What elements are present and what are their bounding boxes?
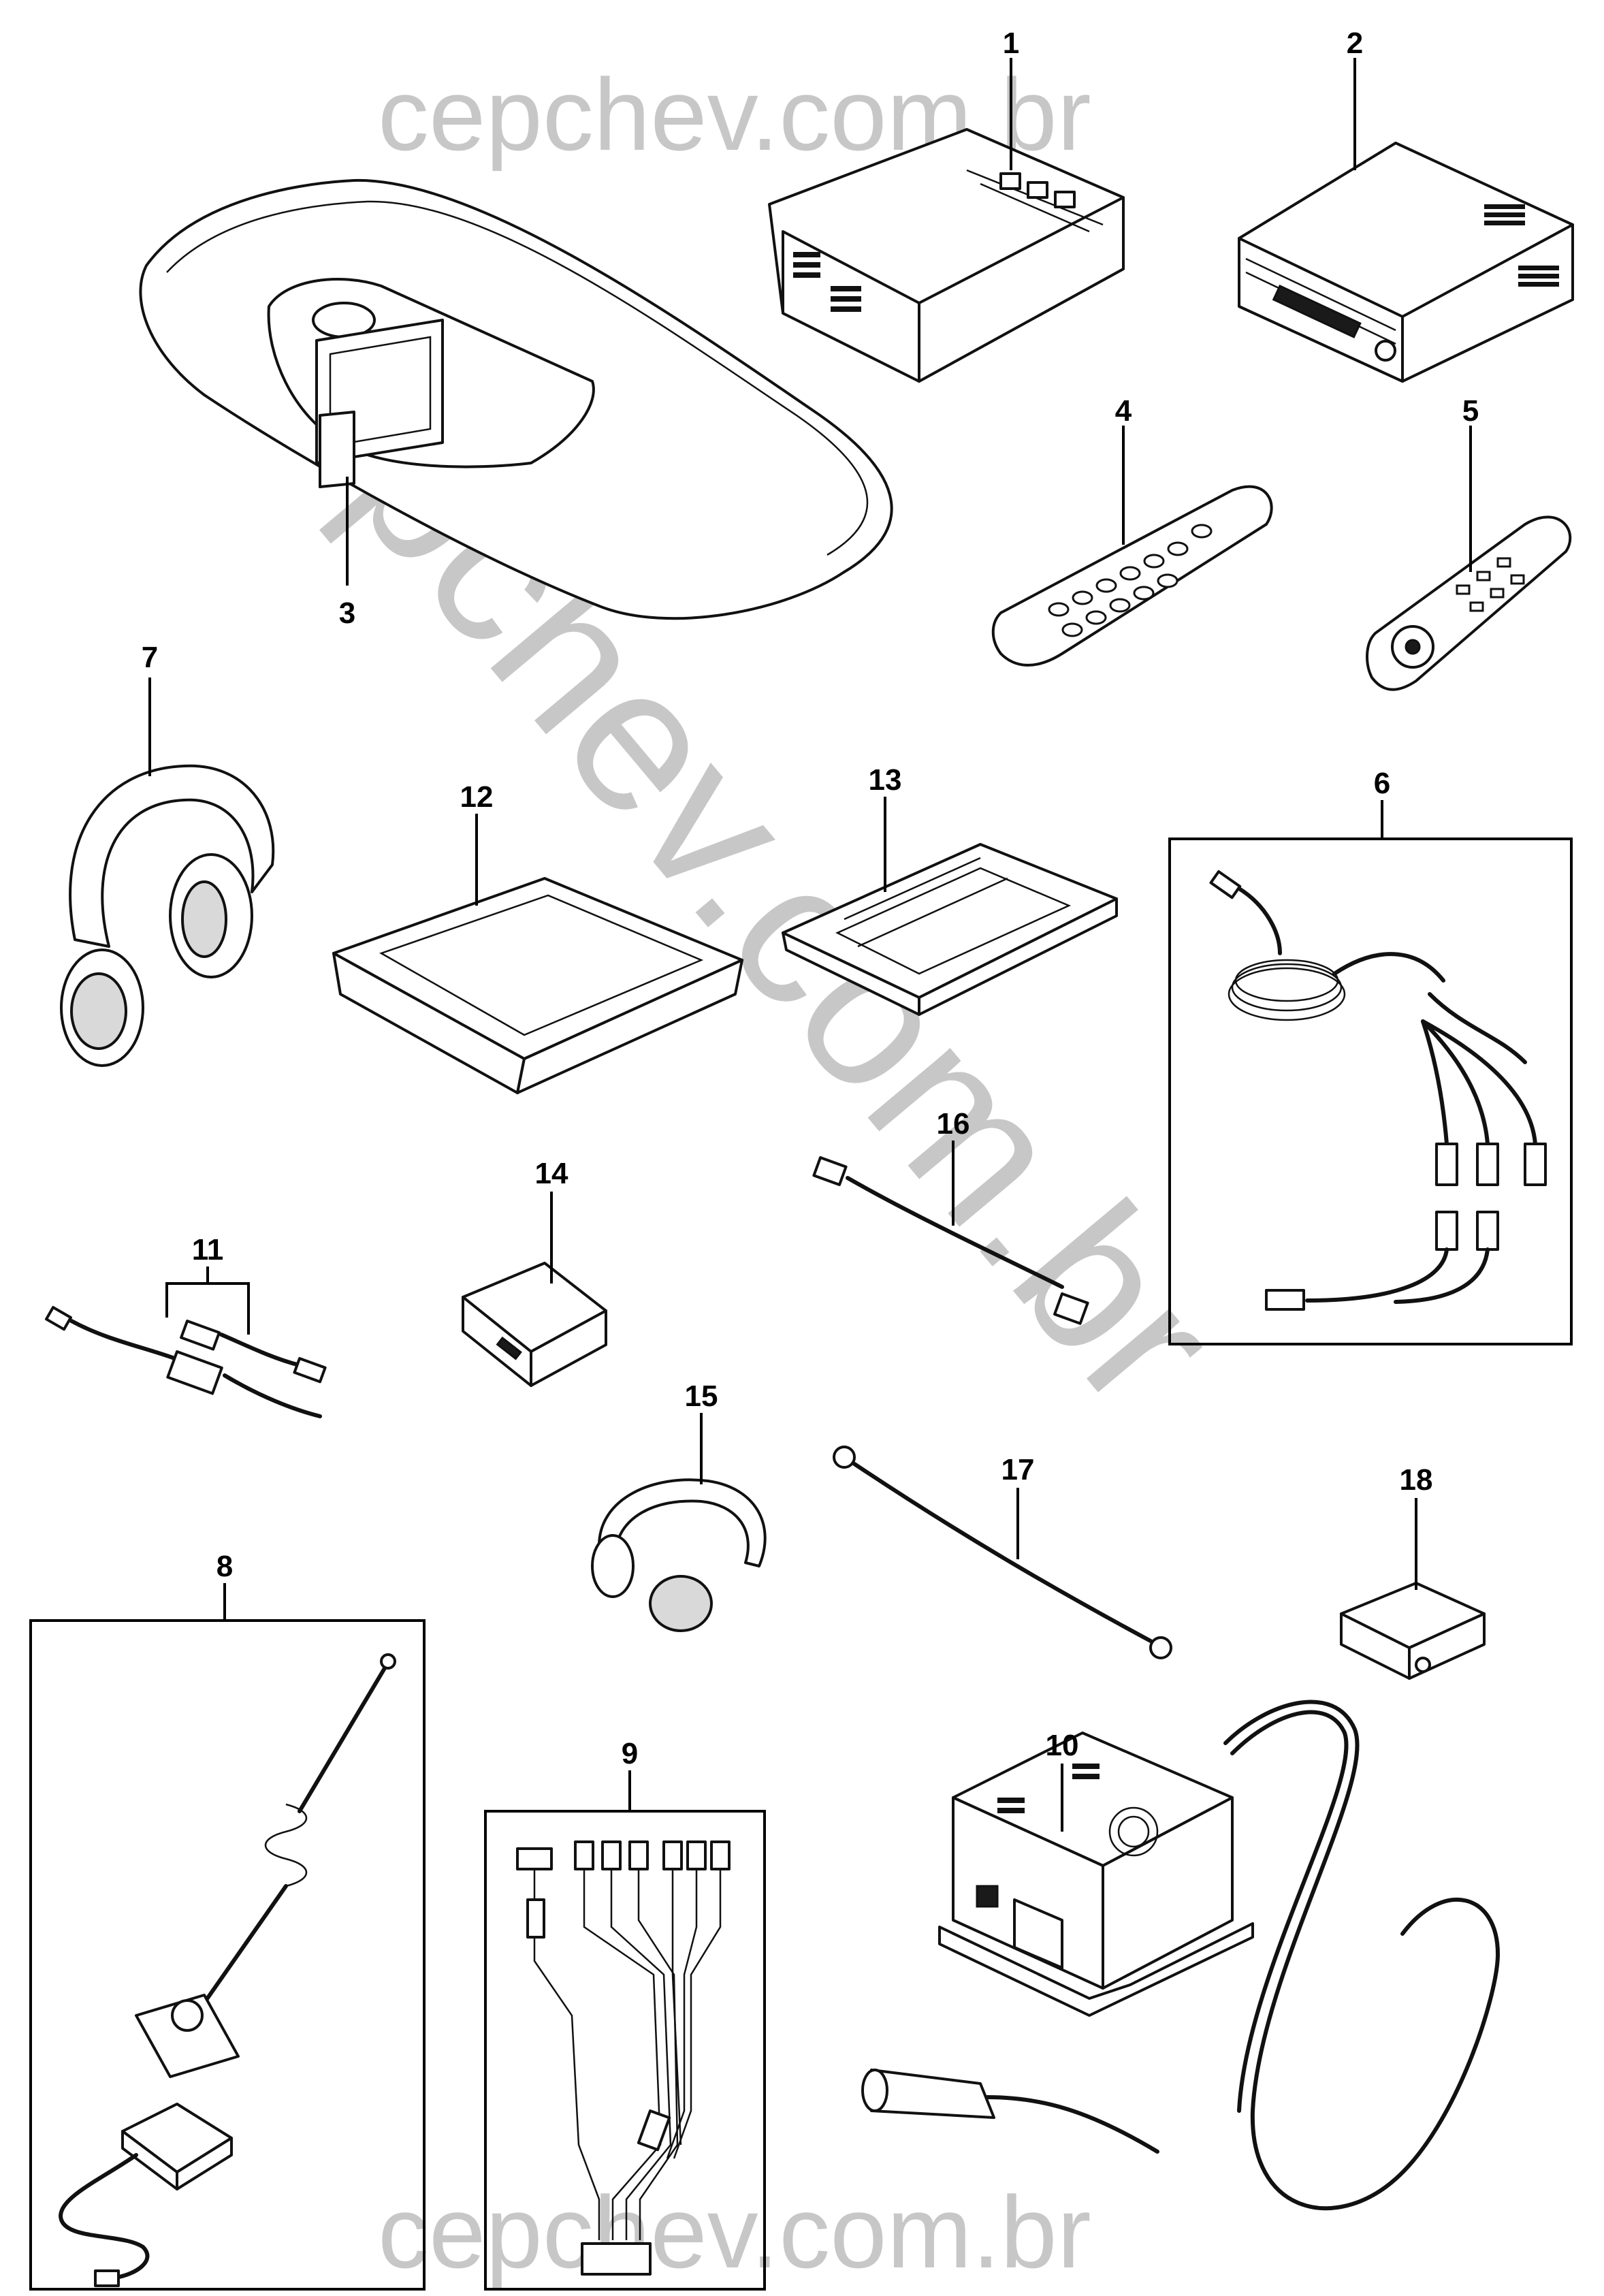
callout-14: 14 bbox=[535, 1157, 568, 1190]
part-14-module-box bbox=[462, 1262, 607, 1387]
callout-6: 6 bbox=[1374, 767, 1390, 800]
part-18-small-module bbox=[1340, 1582, 1486, 1680]
part-10-power-inverter bbox=[861, 1700, 1501, 2211]
callout-10: 10 bbox=[1046, 1729, 1079, 1762]
callout-17: 17 bbox=[1001, 1453, 1035, 1486]
part-13-mounting-frame bbox=[782, 843, 1118, 1016]
callout-5: 5 bbox=[1462, 394, 1479, 428]
callout-9: 9 bbox=[622, 1737, 638, 1770]
callout-15: 15 bbox=[685, 1380, 718, 1413]
callout-11: 11 bbox=[192, 1233, 224, 1266]
callout-18: 18 bbox=[1400, 1463, 1433, 1497]
part-4-remote-control bbox=[991, 485, 1273, 667]
callout-8: 8 bbox=[216, 1550, 233, 1583]
callout-3: 3 bbox=[339, 596, 355, 630]
part-5-remote-control-small bbox=[1366, 515, 1572, 691]
part-6-frame bbox=[1168, 838, 1573, 1345]
part-3-roof-console bbox=[139, 178, 893, 620]
part-1-dvd-housing bbox=[768, 128, 1125, 383]
part-9-frame bbox=[484, 1810, 766, 2291]
callout-12: 12 bbox=[460, 780, 494, 814]
part-6-av-cable bbox=[1209, 870, 1547, 1311]
part-2-dvd-player bbox=[1238, 142, 1574, 383]
callout-1: 1 bbox=[1003, 27, 1019, 60]
part-16-cable bbox=[812, 1156, 1089, 1325]
watermark-bottom: cepchev.com.br bbox=[378, 2175, 1091, 2289]
part-15-headphones-small bbox=[591, 1478, 767, 1632]
part-9-wiring-harness bbox=[516, 1840, 731, 2276]
callout-2: 2 bbox=[1347, 27, 1363, 60]
part-8-antenna bbox=[59, 1653, 396, 2287]
callout-16: 16 bbox=[937, 1107, 970, 1141]
leader-11 bbox=[165, 1266, 250, 1335]
part-11-harness bbox=[45, 1306, 327, 1418]
part-12-trim-bezel bbox=[332, 877, 743, 1094]
callout-4: 4 bbox=[1115, 394, 1132, 428]
part-8-frame bbox=[29, 1619, 426, 2291]
callout-13: 13 bbox=[869, 763, 902, 797]
callout-7: 7 bbox=[142, 641, 158, 674]
part-7-headphones-large bbox=[60, 764, 275, 1067]
part-17-ground-cable bbox=[833, 1446, 1172, 1659]
